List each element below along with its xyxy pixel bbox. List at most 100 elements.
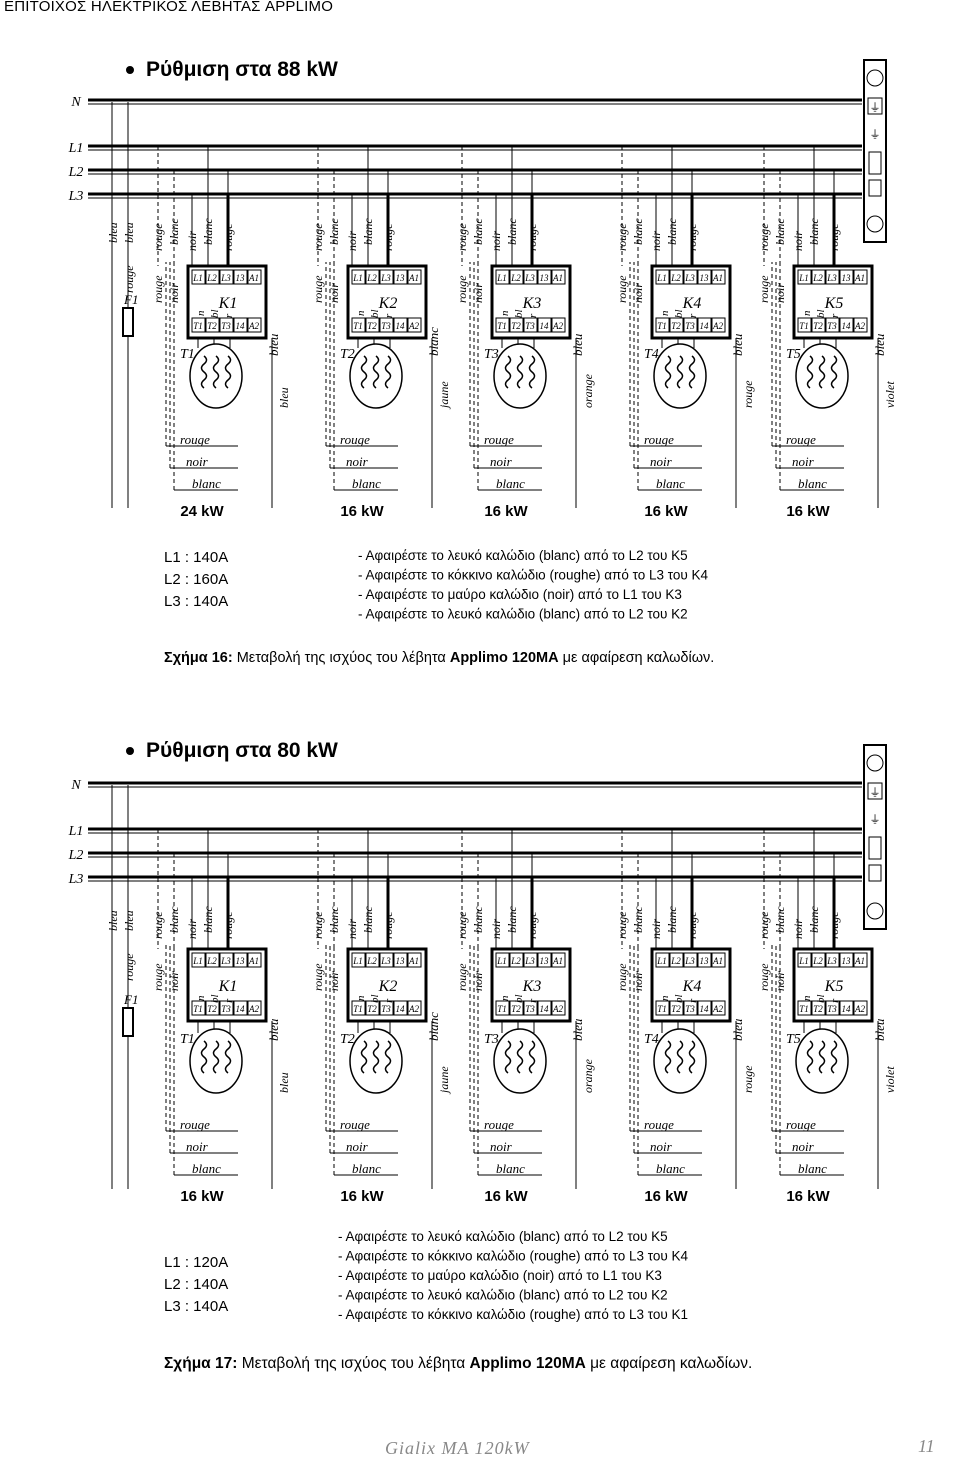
contactor-terminal <box>509 1000 524 1016</box>
phase-current: L2 : 160A <box>164 571 228 588</box>
terminal-label: T2 <box>671 1004 681 1014</box>
wire-label-blanc: blanc <box>426 327 441 356</box>
wire-label-n: n <box>801 310 813 316</box>
terminal-label: 14 <box>540 321 550 331</box>
wire-label-bleu: bleu <box>277 387 291 408</box>
terminal-label: L1 <box>352 273 363 283</box>
terminal-label: A2 <box>712 1004 723 1014</box>
contactor-terminal <box>853 1000 868 1016</box>
wire-label-rouge: rouge <box>615 911 629 939</box>
power-rating: 16 kW <box>484 1188 528 1205</box>
coil-icon <box>830 355 838 389</box>
terminal-label: T3 <box>525 1004 535 1014</box>
removal-note: - Αφαιρέστε το λευκό καλώδιο (blanc) από… <box>358 607 688 622</box>
wire-label-n: n <box>355 310 367 316</box>
contactor-terminal <box>537 269 552 285</box>
heating-element-icon <box>795 1028 849 1094</box>
contactor-terminal <box>219 317 234 333</box>
wire-label-blanc: blanc <box>665 906 679 933</box>
contactor-terminal <box>351 952 366 968</box>
contactor-terminal <box>523 317 538 333</box>
coil-icon <box>818 355 826 389</box>
loop-label-blanc: blanc <box>656 476 685 491</box>
contactor-terminal <box>219 952 234 968</box>
power-rating: 16 kW <box>786 1188 830 1205</box>
contactor-terminal <box>247 952 262 968</box>
terminal-label: A2 <box>248 1004 259 1014</box>
contactor-terminal <box>551 269 566 285</box>
loop-label-noir: noir <box>186 1139 209 1154</box>
wire-label-rouge: rouge <box>311 223 325 251</box>
terminal-label: L3 <box>684 956 695 966</box>
terminal-label: T2 <box>813 321 823 331</box>
element-label: T4 <box>644 1032 659 1047</box>
contactor-terminal <box>523 269 538 285</box>
coil-icon <box>200 1040 208 1074</box>
wire-label-bleu: bleu <box>730 333 745 356</box>
terminal-label: L1 <box>352 956 363 966</box>
element-label: T4 <box>644 347 659 362</box>
terminal-label: L1 <box>656 273 667 283</box>
wire-label-noir: noir <box>167 971 181 991</box>
terminal-label: A1 <box>712 956 723 966</box>
figure-16-caption-text: Μεταβολή της ισχύος του λέβητα <box>232 650 450 666</box>
wire-label-blanc: blanc <box>327 218 341 245</box>
loop-label-blanc: blanc <box>192 476 221 491</box>
terminal-label: A1 <box>712 273 723 283</box>
terminal-label: L1 <box>496 273 507 283</box>
removal-note: - Αφαιρέστε το κόκκινο καλώδιο (roughe) … <box>358 568 709 583</box>
wire-label-jaune: jaune <box>437 381 451 410</box>
fuse-icon <box>122 307 134 337</box>
terminal-label: T3 <box>827 1004 837 1014</box>
wire-label-noir: noir <box>791 231 805 251</box>
power-rating: 16 kW <box>340 503 384 520</box>
contactor-terminal <box>205 317 220 333</box>
terminal-label: A2 <box>712 321 723 331</box>
removal-note: - Αφαιρέστε το κόκκινο καλώδιο (roughe) … <box>338 1249 689 1264</box>
element-label: T2 <box>340 1032 355 1047</box>
coil-icon <box>688 1040 696 1074</box>
wire-label-rouge: rouge <box>615 223 629 251</box>
terminal-label: L2 <box>812 273 823 283</box>
contactor-label: K1 <box>218 295 238 312</box>
terminal-label: L1 <box>192 956 203 966</box>
coil-icon <box>212 355 220 389</box>
coil-icon <box>372 1040 380 1074</box>
terminal-label: A1 <box>248 956 259 966</box>
loop-label-noir: noir <box>650 454 673 469</box>
terminal-label: L2 <box>670 273 681 283</box>
contactor-terminal <box>697 317 712 333</box>
wire-label-rouge: rouge <box>685 223 699 251</box>
terminal-label: L3 <box>220 273 231 283</box>
wire-label-blanc: blanc <box>631 218 645 245</box>
wire-label-blanc: blanc <box>361 218 375 245</box>
wire-label-noir: noir <box>327 971 341 991</box>
contactor-terminal <box>797 952 812 968</box>
loop-label-noir: noir <box>792 454 815 469</box>
contactor-terminal <box>219 1000 234 1016</box>
power-rating: 16 kW <box>484 503 528 520</box>
contactor-terminal <box>365 1000 380 1016</box>
wire-label-bl: bl <box>673 994 685 1003</box>
heating-element-icon <box>189 1028 243 1094</box>
coil-icon <box>372 355 380 389</box>
contactor-terminal <box>711 317 726 333</box>
terminal-label: 13 <box>396 273 406 283</box>
terminal-label: 14 <box>700 321 710 331</box>
wire-label-rouge: rouge <box>757 963 771 991</box>
heating-element-icon <box>653 343 707 409</box>
contactor-terminal <box>523 952 538 968</box>
wire-label-bleu: bleu <box>266 1018 281 1041</box>
loop-label-rouge: rouge <box>484 432 514 447</box>
phase-current: L3 : 140A <box>164 1298 228 1315</box>
contactor-terminal <box>233 952 248 968</box>
terminal-label: T3 <box>381 321 391 331</box>
loop-label-noir: noir <box>186 454 209 469</box>
wire-label-rouge: rouge <box>381 911 395 939</box>
terminal-label: T3 <box>221 1004 231 1014</box>
contactor-terminal <box>509 317 524 333</box>
wire-label-blanc: blanc <box>505 906 519 933</box>
wire-label-bleu: bleu <box>106 222 120 243</box>
